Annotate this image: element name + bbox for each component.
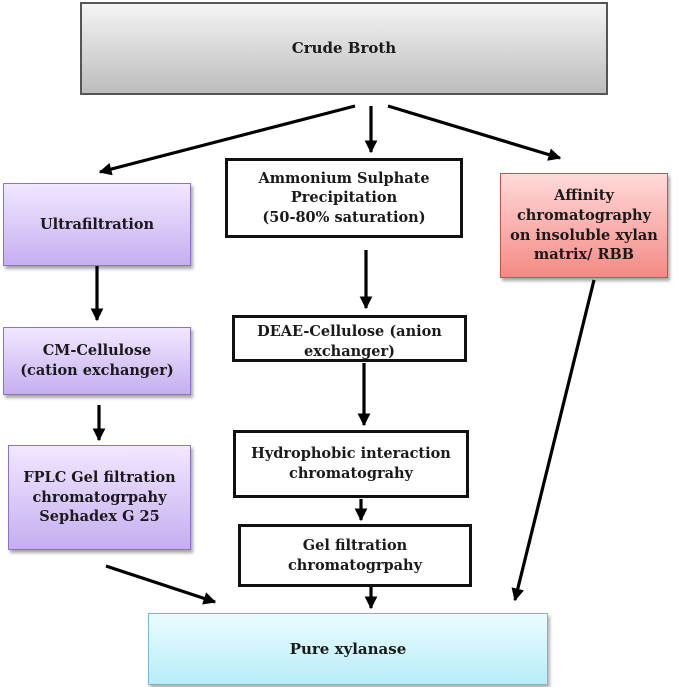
arrow-fplc-to-pure [105, 564, 217, 605]
ultrafiltration-label: Ultrafiltration [39, 215, 155, 233]
hydrophobic-interaction-box: Hydrophobic interaction chromatograhy [233, 430, 469, 498]
fplc-gel-filtration-label: FPLC Gel filtration chromatogrpahy Sepha… [23, 469, 176, 526]
crude-broth-box: Crude Broth [80, 2, 608, 95]
arrow-crude-to-affinity [387, 104, 562, 161]
deae-cellulose-label: DEAE-Cellulose (anion exchanger) [257, 323, 442, 360]
pure-xylanase-label: Pure xylanase [289, 639, 407, 658]
ultrafiltration-box: Ultrafiltration [3, 183, 191, 266]
crude-broth-label: Crude Broth [291, 39, 397, 58]
cm-cellulose-label: CM-Cellulose (cation exchanger) [20, 342, 174, 379]
fplc-gel-filtration-box: FPLC Gel filtration chromatogrpahy Sepha… [8, 445, 191, 550]
arrow-affinity-to-pure [511, 279, 596, 602]
arrow-crude-to-ultrafiltration [98, 104, 356, 176]
ammonium-sulphate-box: Ammonium Sulphate Precipitation (50-80% … [225, 158, 463, 238]
affinity-chromatography-box: Affinity chromatography on insoluble xyl… [500, 173, 668, 278]
gel-filtration-label: Gel filtration chromatogrpahy [287, 536, 423, 574]
affinity-chromatography-label: Affinity chromatography on insoluble xyl… [510, 187, 658, 264]
deae-cellulose-box: DEAE-Cellulose (anion exchanger) [232, 315, 467, 362]
gel-filtration-box: Gel filtration chromatogrpahy [238, 524, 472, 587]
ammonium-sulphate-label: Ammonium Sulphate Precipitation (50-80% … [258, 169, 430, 226]
hydrophobic-interaction-label: Hydrophobic interaction chromatograhy [251, 445, 451, 482]
cm-cellulose-box: CM-Cellulose (cation exchanger) [3, 327, 191, 395]
pure-xylanase-box: Pure xylanase [148, 613, 548, 685]
